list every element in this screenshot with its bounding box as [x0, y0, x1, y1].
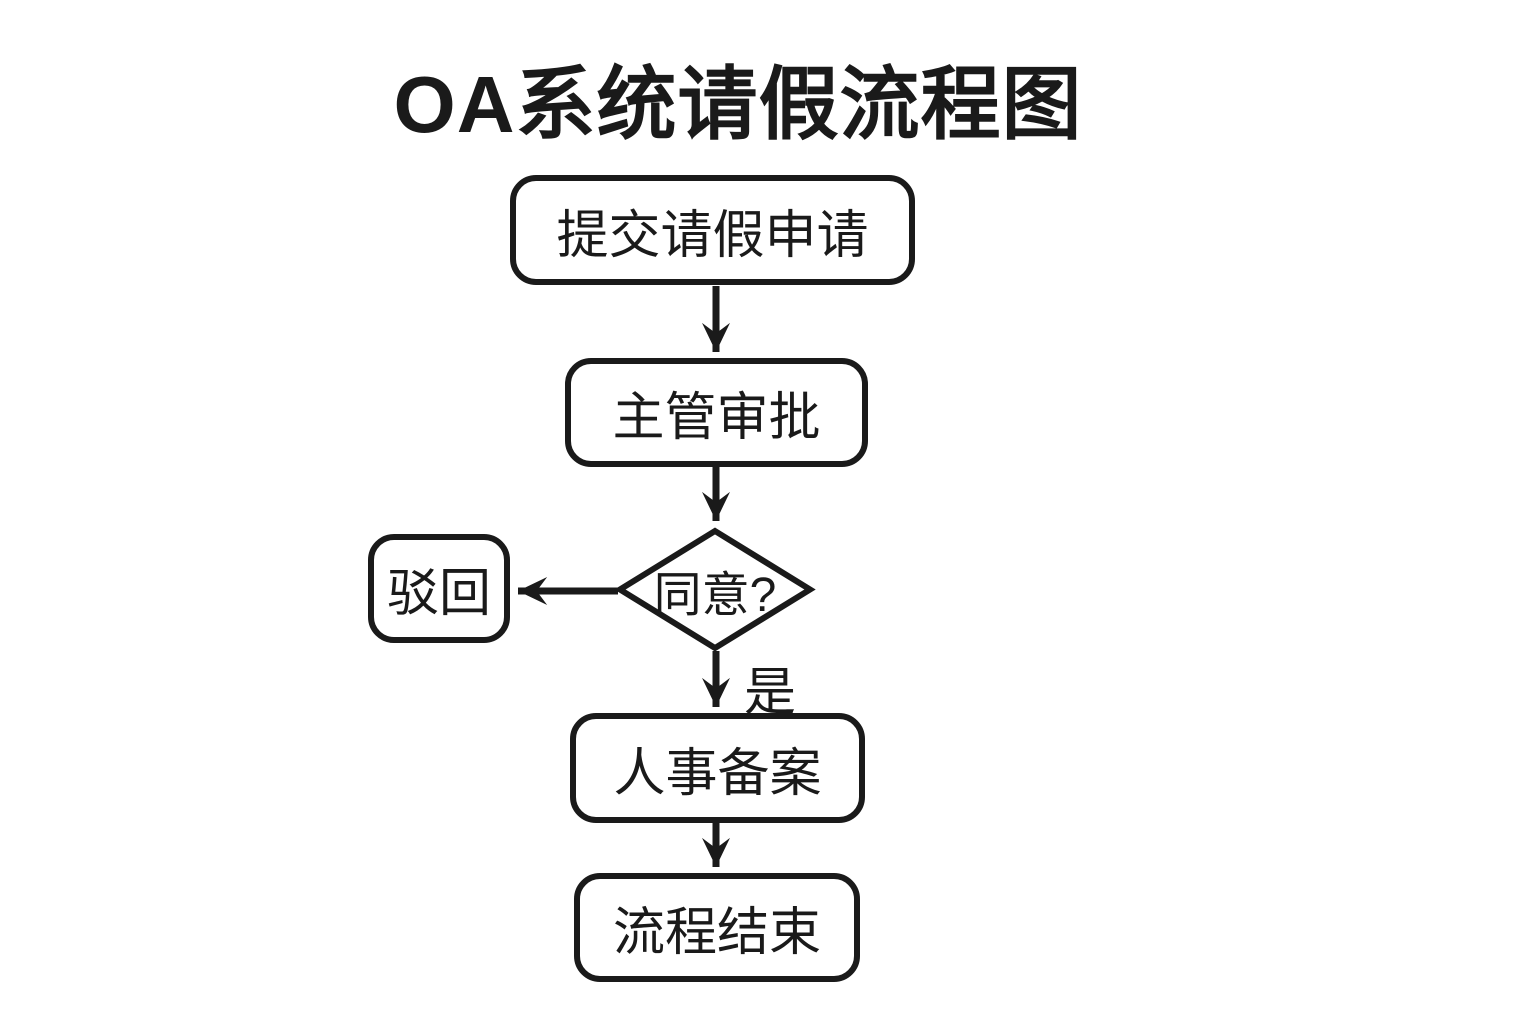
node-process-end: 流程结束 — [574, 873, 860, 982]
node-process-end-label: 流程结束 — [612, 904, 821, 962]
title-row: OA系统请假流程图 — [0, 40, 1506, 156]
node-supervisor-approval: 主管审批 — [565, 358, 868, 467]
node-submit-request-label: 提交请假申请 — [556, 206, 869, 265]
node-supervisor-approval-label: 主管审批 — [612, 389, 821, 447]
node-decision: 同意? — [614, 527, 816, 652]
node-decision-label: 同意? — [653, 568, 777, 622]
page-title: OA系统请假流程图 — [393, 60, 1083, 149]
node-submit-request: 提交请假申请 — [510, 175, 915, 285]
node-reject-label: 驳回 — [386, 565, 491, 623]
node-hr-record-label: 人事备案 — [613, 744, 822, 803]
node-reject: 驳回 — [368, 534, 510, 643]
edge-label-yes: 是 — [744, 664, 797, 722]
decision-diamond-shape — [614, 527, 816, 652]
node-hr-record: 人事备案 — [570, 713, 865, 823]
